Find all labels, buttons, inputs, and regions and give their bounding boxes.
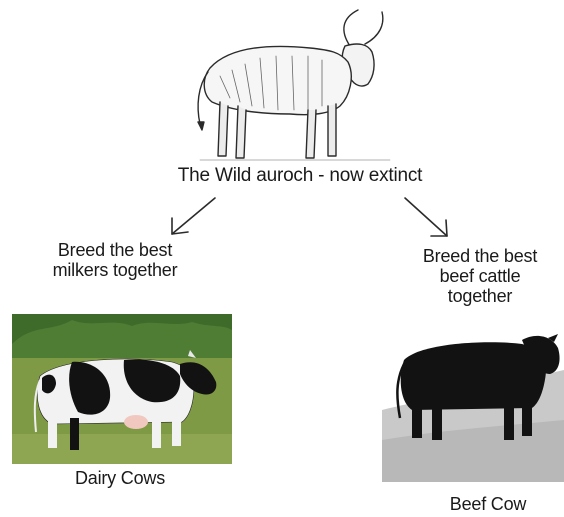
wild-auroch-illustration xyxy=(190,6,405,166)
step-breed-milkers: Breed the best milkers together xyxy=(40,240,190,280)
step-breed-beef: Breed the best beef cattle together xyxy=(420,246,540,306)
right-arrow xyxy=(405,198,447,236)
left-arrow xyxy=(172,198,215,234)
right-arrow-head xyxy=(431,220,447,236)
left-arrow-head xyxy=(172,218,188,234)
beef-cow-photo xyxy=(382,330,564,482)
caption-dairy-cows: Dairy Cows xyxy=(30,468,210,488)
caption-beef-cow: Beef Cow xyxy=(418,494,558,514)
root-label: The Wild auroch - now extinct xyxy=(130,166,470,186)
dairy-cow-photo xyxy=(12,314,232,464)
